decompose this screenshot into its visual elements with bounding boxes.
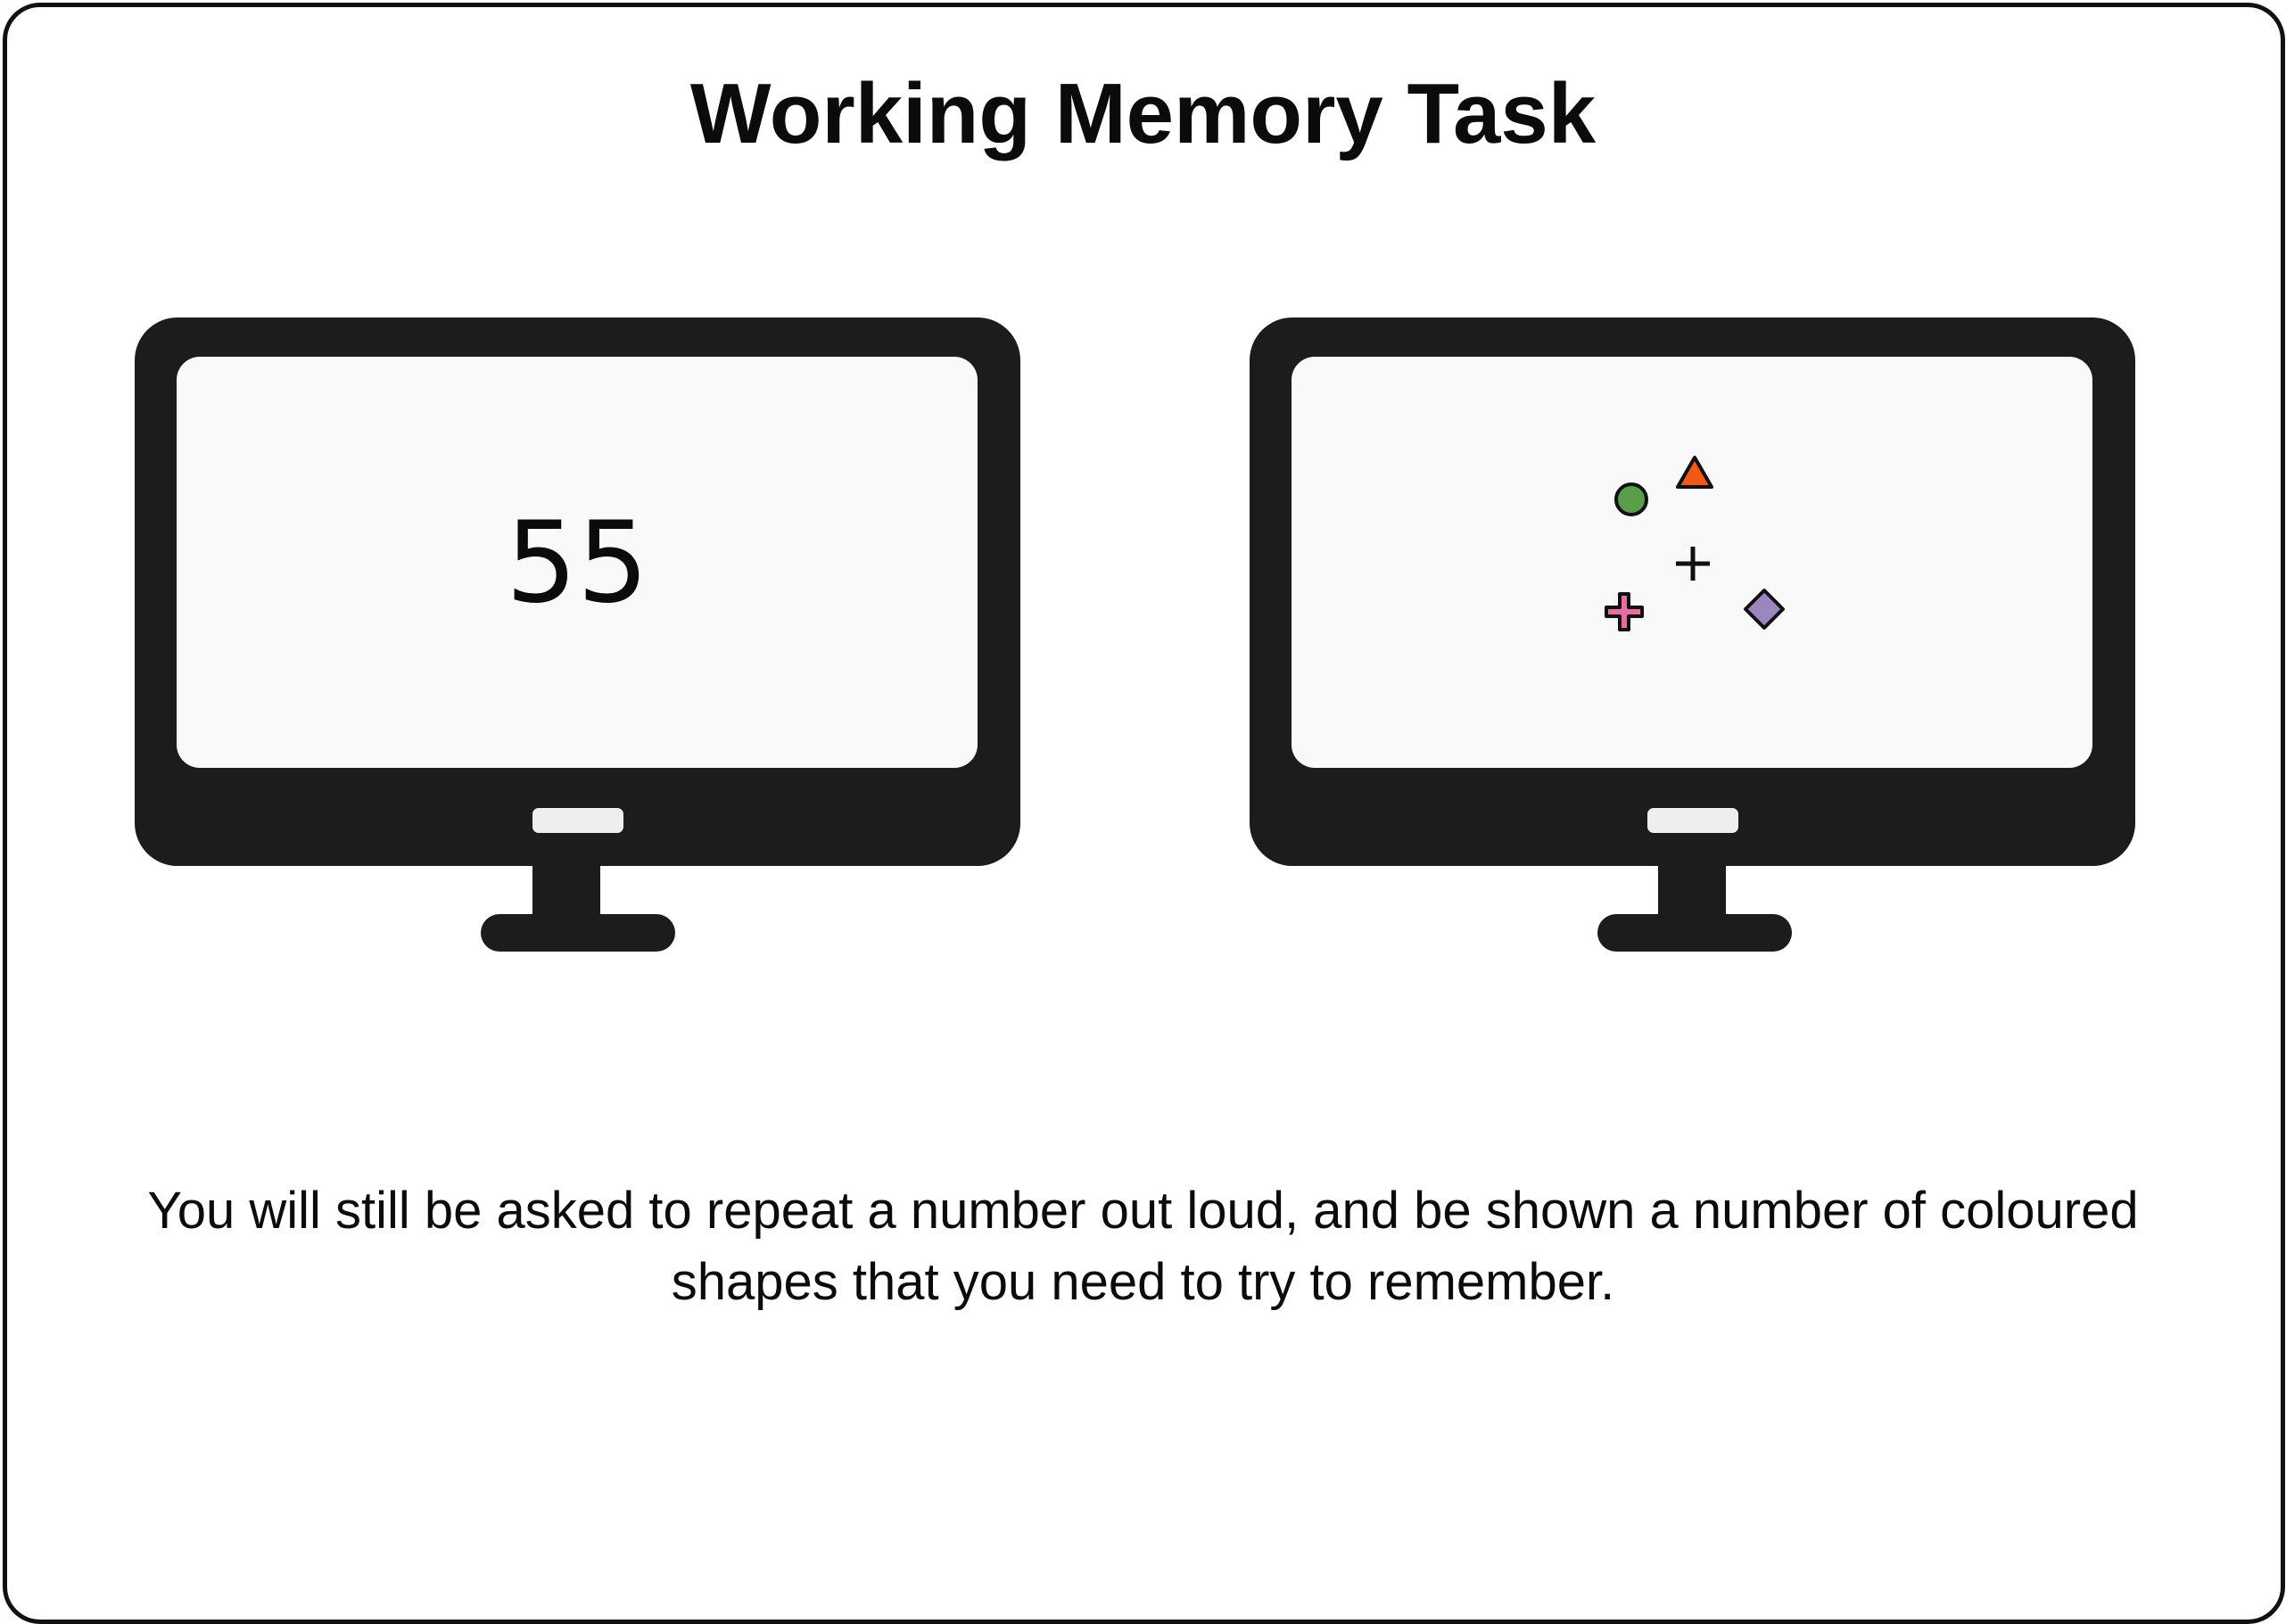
monitor-power-button [532,808,623,833]
plus-icon [1605,592,1644,631]
page-title: Working Memory Task [689,66,1597,161]
monitor-screen [1292,357,2092,768]
monitor-right [1250,317,2135,955]
monitor-left: 55 [135,317,1020,955]
coloured-shapes-display [1605,456,1785,631]
memory-number: 55 [505,497,649,628]
fixation-cross-icon [1676,547,1710,581]
triangle-icon [1676,456,1713,489]
monitor-screen: 55 [177,357,978,768]
monitor-power-button [1647,808,1738,833]
circle-icon [1614,482,1648,516]
instruction-text: You will still be asked to repeat a numb… [147,1182,2139,1311]
diamond-icon [1744,589,1785,630]
